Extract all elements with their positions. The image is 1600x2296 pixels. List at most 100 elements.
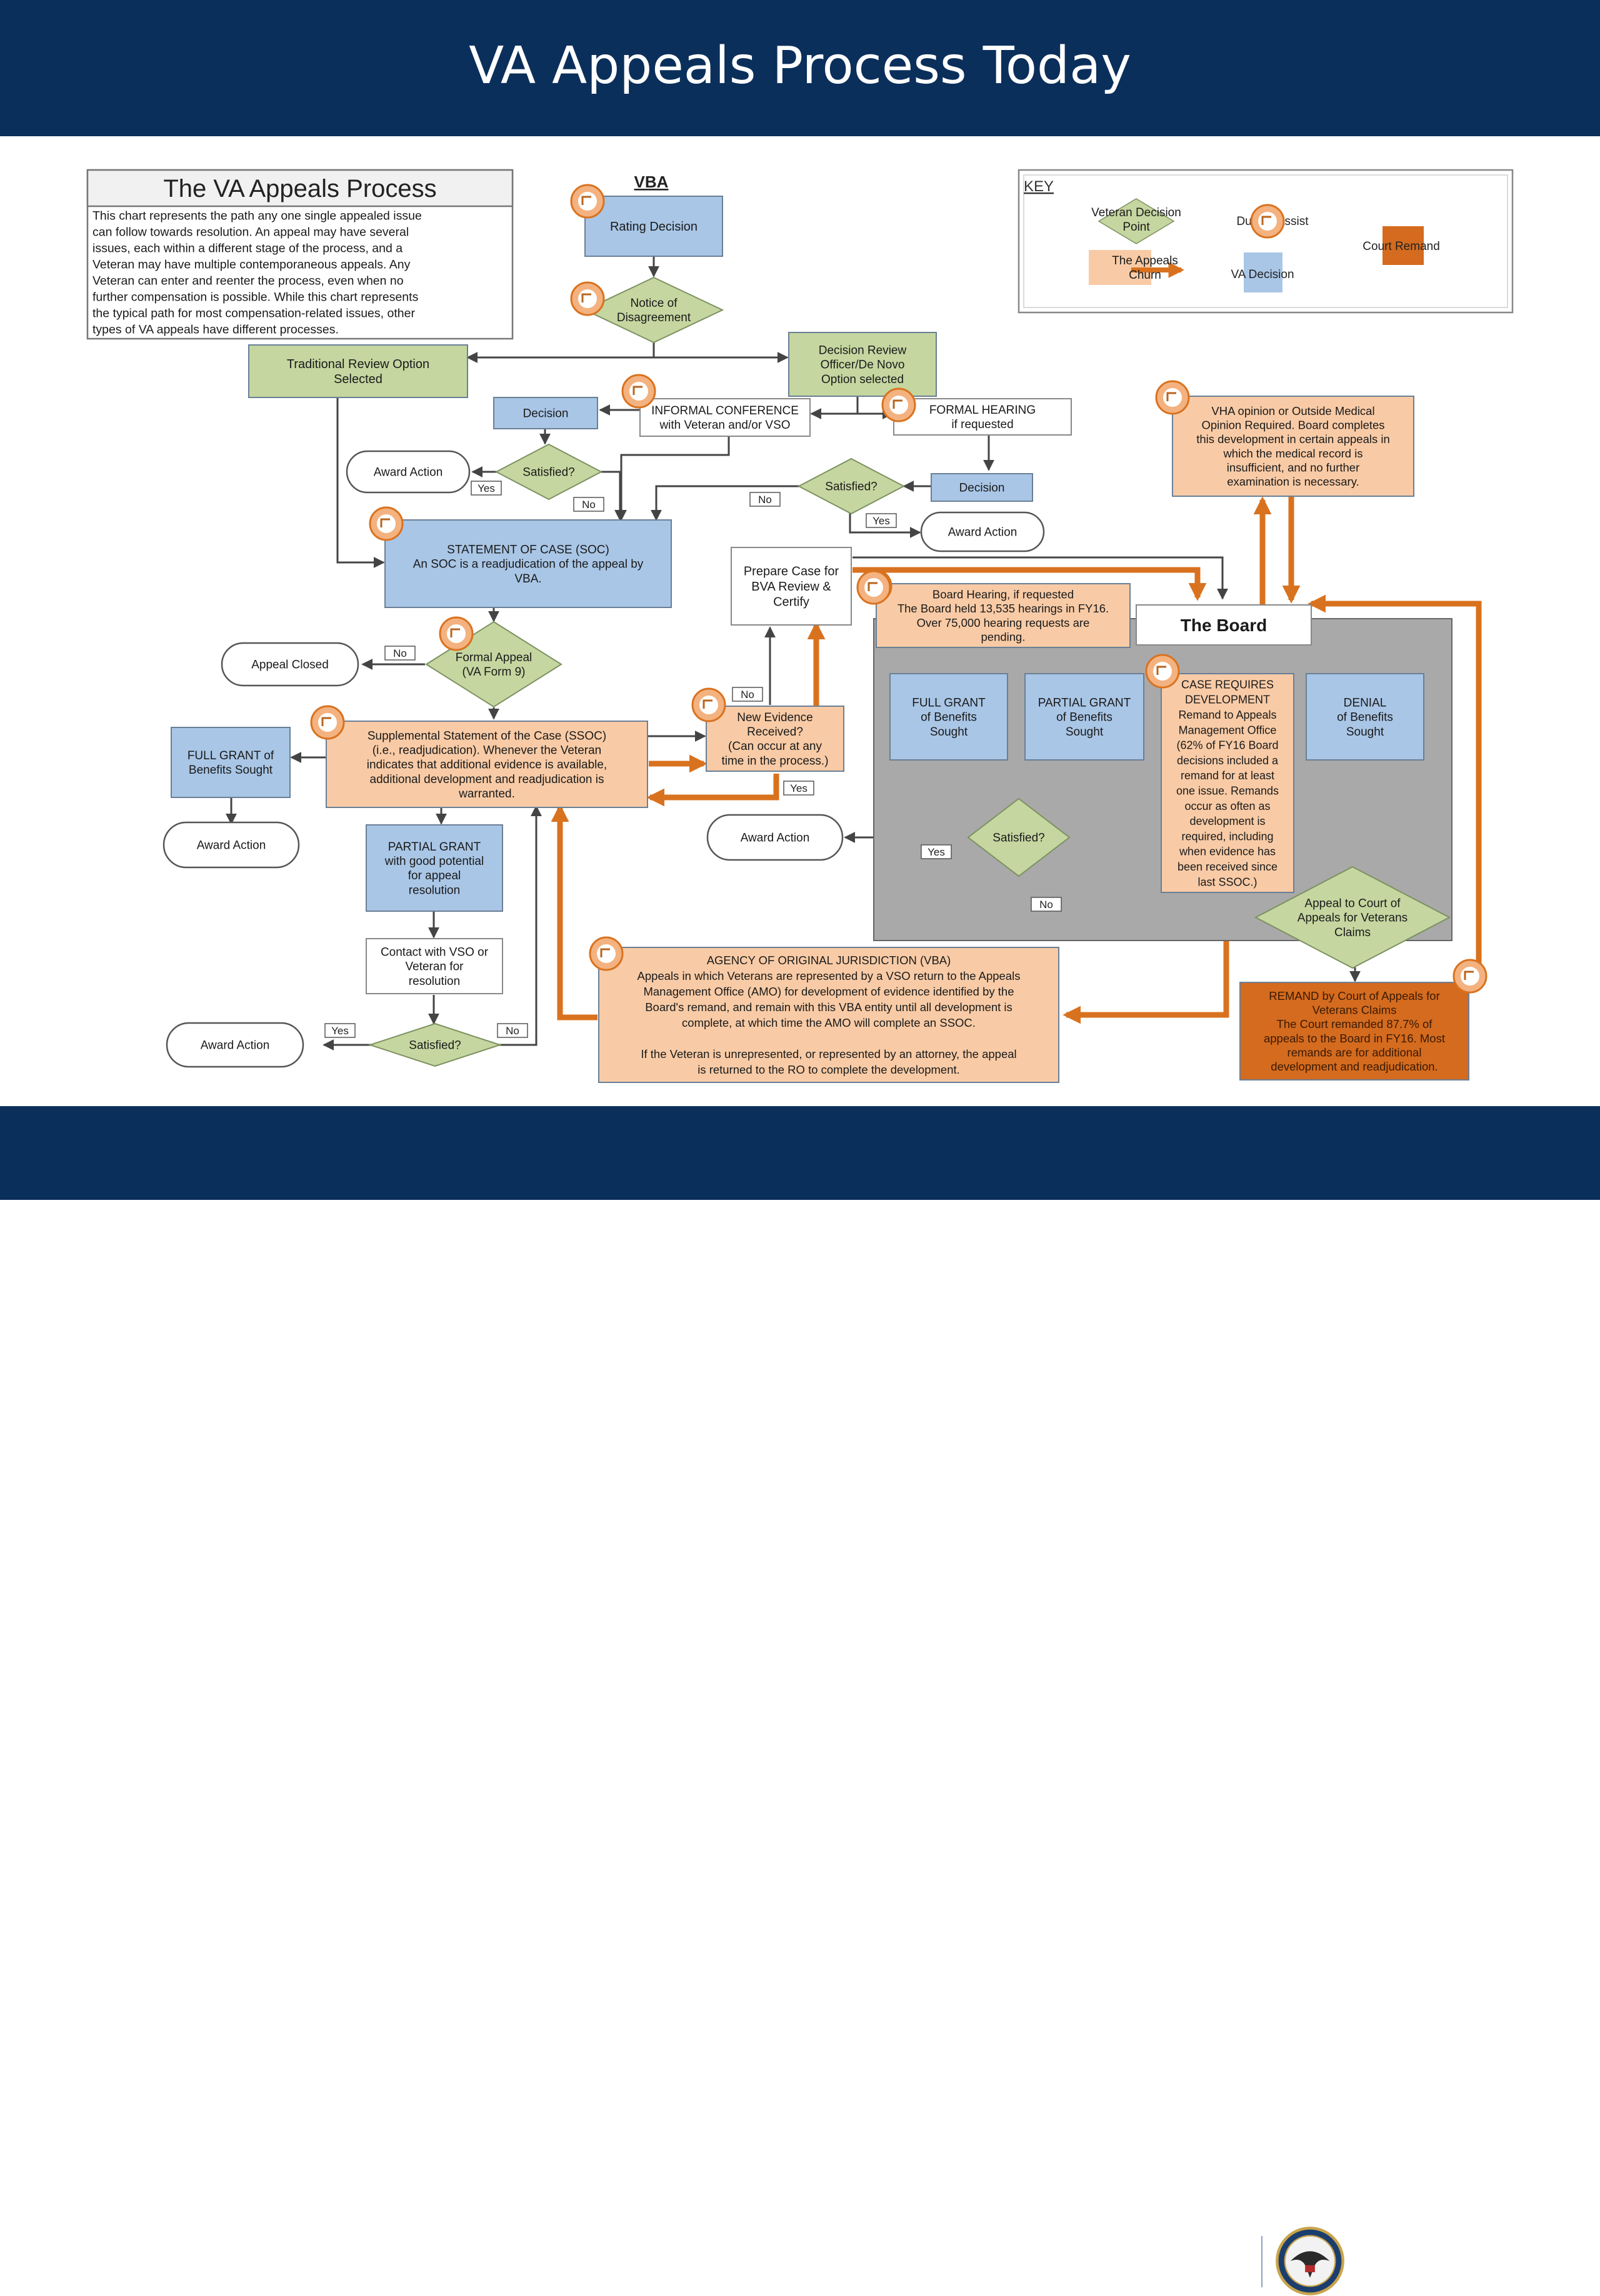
duty-formal-appeal-glyph bbox=[450, 628, 460, 637]
dro-option-shape bbox=[788, 332, 937, 397]
vba-header: VBA bbox=[634, 172, 669, 191]
tag-no-2-box bbox=[749, 492, 781, 507]
footer-title: Veterans Benefits Administration bbox=[29, 2239, 440, 2274]
aoj-label: AGENCY OF ORIGINAL JURISDICTION (VBA)App… bbox=[638, 954, 1021, 1076]
aoj-shape bbox=[598, 947, 1059, 1083]
tag-no-6-text: No bbox=[506, 1025, 519, 1037]
duty-nod-core bbox=[578, 289, 597, 308]
tag-yes-3: Yes bbox=[783, 781, 814, 796]
tag-yes-3-text: Yes bbox=[790, 782, 808, 794]
satisfied-3: Satisfied? bbox=[368, 1022, 502, 1067]
tag-yes-5-box bbox=[324, 1023, 356, 1038]
duty-ssoc-core bbox=[318, 713, 337, 732]
duty-new-evidence bbox=[691, 687, 726, 722]
key-remand-swatch bbox=[1382, 226, 1424, 265]
duty-case-glyph bbox=[1156, 666, 1166, 675]
key-decision-swatch bbox=[1098, 198, 1175, 244]
tag-no-2: No bbox=[749, 492, 781, 507]
key-inner-frame bbox=[1023, 174, 1508, 308]
duty-rating bbox=[570, 184, 605, 219]
satisfied-1-label: Satisfied? bbox=[522, 466, 574, 479]
tag-no-3-text: No bbox=[393, 647, 407, 659]
key-duty-icon-glyph bbox=[1261, 216, 1271, 225]
informal-conference-shape bbox=[639, 398, 811, 437]
o-newev-ssoc bbox=[646, 774, 779, 807]
e-sat2-award bbox=[849, 511, 921, 538]
decision-2-label: Decision bbox=[959, 482, 1005, 495]
duty-prepare-glyph bbox=[868, 582, 878, 591]
duty-prepare-core bbox=[864, 578, 883, 597]
tag-yes-4-text: Yes bbox=[928, 846, 945, 858]
award-action-board-shape bbox=[706, 814, 844, 861]
decision-1-label: Decision bbox=[523, 407, 569, 421]
duty-soc-core bbox=[377, 514, 396, 533]
award-action-left-shape bbox=[162, 821, 300, 869]
satisfied-board-label: Satisfied? bbox=[992, 832, 1044, 845]
statement-of-case-label: STATEMENT OF CASE (SOC)An SOC is a readj… bbox=[413, 543, 644, 585]
tag-yes-2: Yes bbox=[866, 513, 897, 528]
formal-appeal-label: Formal Appeal(VA Form 9) bbox=[456, 651, 532, 679]
duty-new-evidence-glyph bbox=[702, 699, 712, 709]
duty-formal-appeal-core bbox=[447, 624, 466, 643]
appeal-closed-label: Appeal Closed bbox=[251, 659, 329, 672]
award-action-1: Award Action bbox=[346, 450, 471, 494]
award-action-1-label: Award Action bbox=[374, 466, 443, 479]
the-board-label: The Board bbox=[1181, 616, 1267, 635]
the-board: The Board bbox=[1136, 604, 1312, 646]
appeal-closed-shape bbox=[221, 642, 359, 687]
award-action-2: Award Action bbox=[920, 511, 1045, 552]
satisfied-1-shape bbox=[494, 443, 603, 501]
decision-1: Decision bbox=[493, 397, 598, 429]
duty-remand bbox=[1452, 959, 1488, 994]
new-evidence-shape bbox=[706, 706, 844, 772]
key-title: KEY bbox=[1024, 178, 1054, 195]
e-sat3-ssoc bbox=[498, 805, 542, 1046]
satisfied-board-shape bbox=[967, 797, 1071, 877]
duty-rating-core bbox=[578, 192, 597, 211]
tag-no-6-box bbox=[497, 1023, 528, 1038]
ssoc: Supplemental Statement of the Case (SSOC… bbox=[326, 721, 648, 808]
court-appeal-shape bbox=[1254, 866, 1451, 969]
header-banner: VA Appeals Process Today bbox=[0, 0, 1600, 136]
duty-formal-core bbox=[889, 396, 908, 414]
satisfied-1: Satisfied? bbox=[494, 443, 603, 501]
e-sat2-soc bbox=[651, 485, 800, 521]
tag-yes-4-box bbox=[921, 844, 952, 859]
satisfied-2: Satisfied? bbox=[797, 457, 906, 515]
tag-yes-1-text: Yes bbox=[478, 482, 495, 494]
award-action-board: Award Action bbox=[706, 814, 844, 861]
key-va-swatch bbox=[1244, 252, 1282, 292]
case-requires-development-shape bbox=[1161, 673, 1294, 893]
award-action-3-shape bbox=[166, 1022, 304, 1068]
tag-yes-5-text: Yes bbox=[331, 1025, 349, 1037]
tag-no-4-text: No bbox=[741, 689, 754, 701]
satisfied-2-label: Satisfied? bbox=[825, 481, 877, 494]
nod-diamond-shape bbox=[583, 276, 724, 344]
duty-rating-glyph bbox=[581, 196, 591, 205]
tag-no-4-box bbox=[732, 687, 763, 702]
tag-yes-4: Yes bbox=[921, 844, 952, 859]
duty-remand-glyph bbox=[1464, 971, 1474, 980]
key-duty-icon-core bbox=[1258, 212, 1277, 231]
key-va-label: VA Decision bbox=[1231, 268, 1294, 281]
satisfied-board: Satisfied? bbox=[967, 797, 1071, 877]
duty-vha-glyph bbox=[1166, 392, 1176, 401]
denial-board-shape bbox=[1306, 673, 1424, 761]
